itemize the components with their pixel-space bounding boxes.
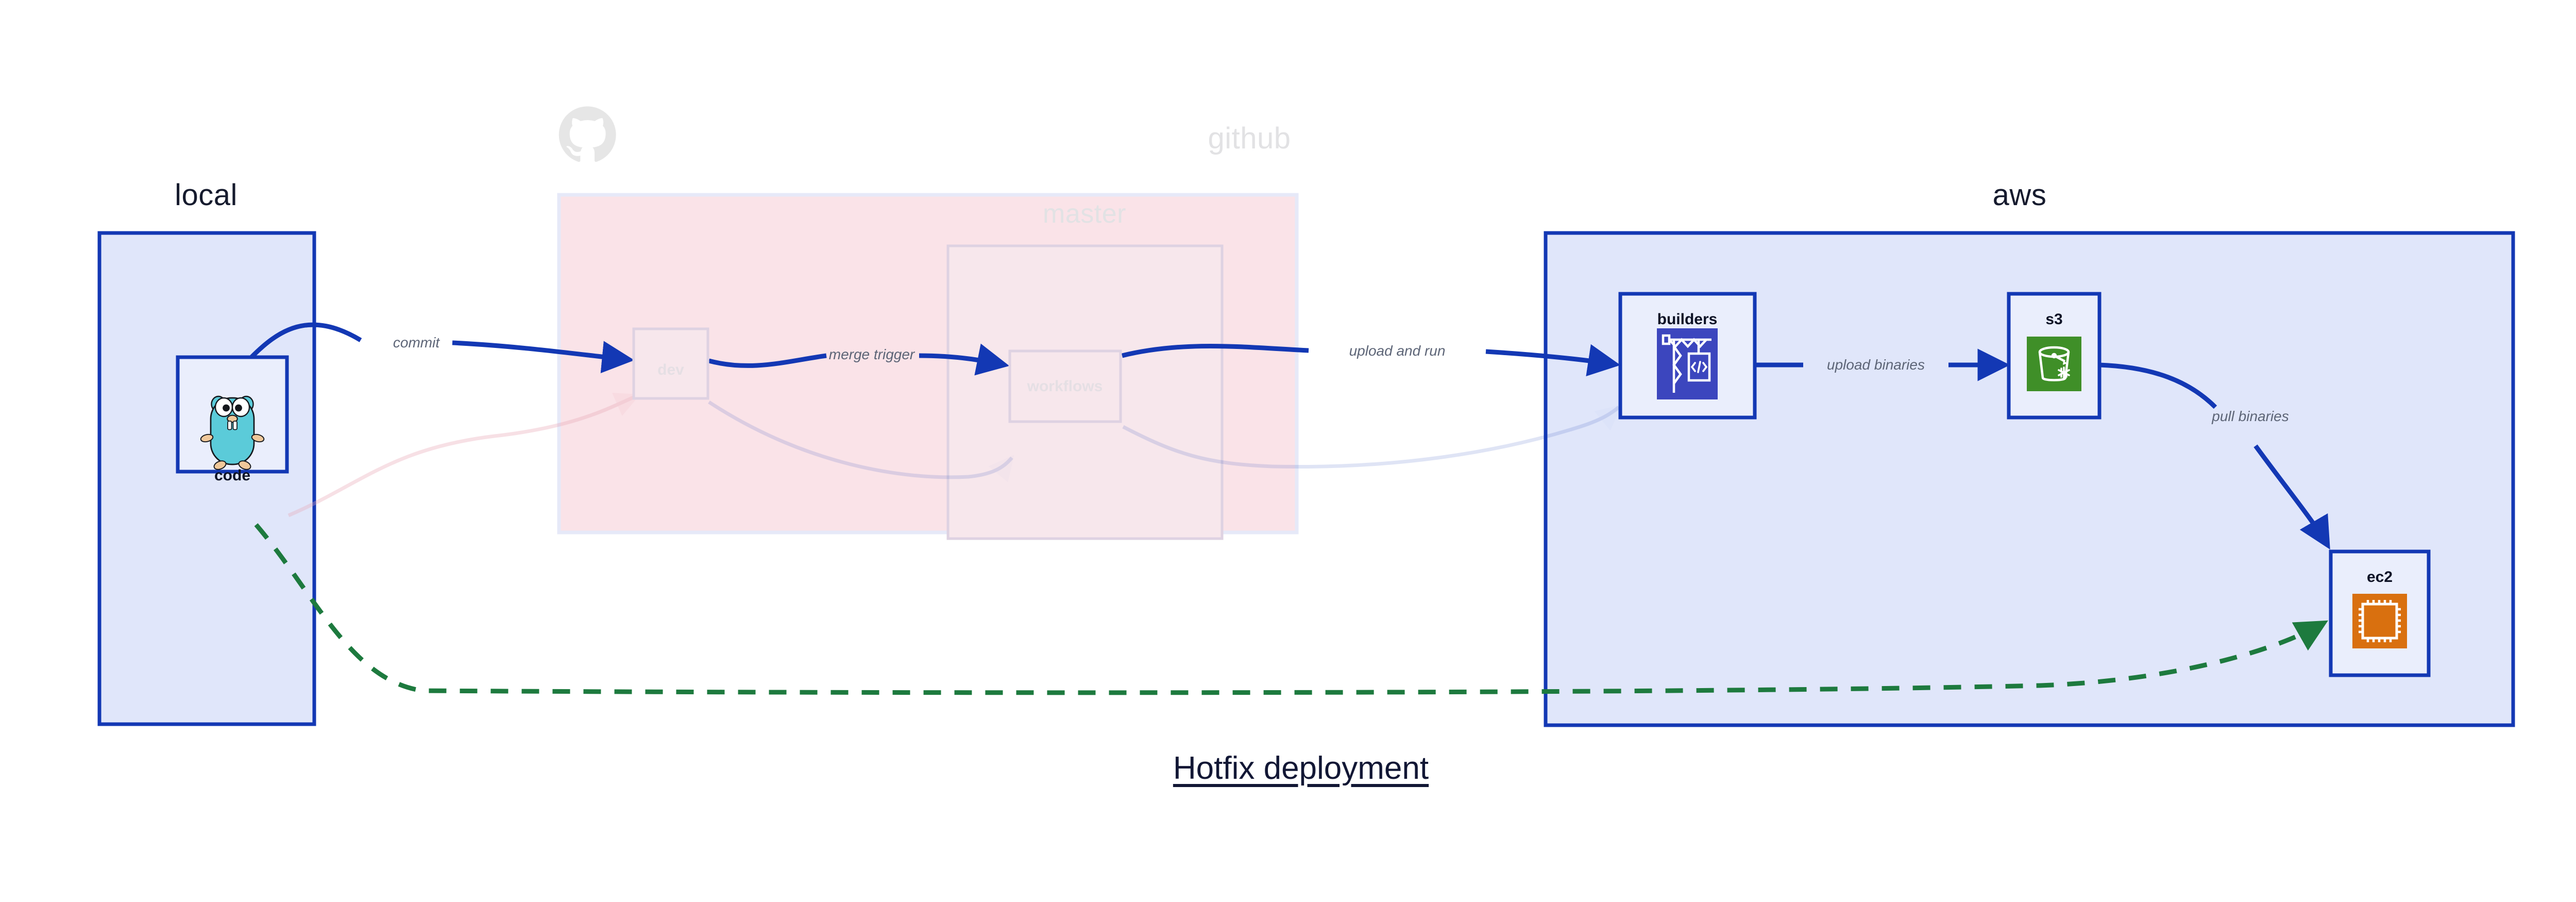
subgroup-label-master: master	[1043, 199, 1126, 229]
github-octocat-icon	[558, 106, 616, 162]
edge-deploy-hotfix	[254, 523, 2328, 695]
group-local-box	[97, 231, 316, 726]
edge-upload-and-run-head	[1121, 343, 1309, 358]
edge-label-commit: commit	[393, 335, 440, 350]
edge-label-upload-binaries: upload binaries	[1827, 357, 1925, 373]
edge-merge-trigger-head	[708, 353, 827, 368]
edge-commit	[248, 322, 362, 360]
edge-faded-dev-workflows	[708, 400, 1014, 482]
node-label-ec2: ec2	[2366, 569, 2393, 586]
node-label-code: code	[214, 467, 251, 484]
go-gopher-icon	[200, 395, 265, 470]
edge-pull-binaries-head	[2099, 362, 2217, 409]
crane-code-icon	[1657, 328, 1718, 399]
node-label-s3: s3	[2045, 311, 2063, 328]
edge-merge-trigger-tail	[919, 343, 1010, 376]
edge-commit-tail	[452, 340, 635, 374]
edge-upload-and-run-tail	[1485, 344, 1621, 377]
edge-label-merge-trigger: merge trigger	[828, 346, 915, 362]
node-workflows-box[interactable]	[1008, 349, 1122, 423]
node-dev-box[interactable]	[632, 327, 709, 400]
diagram-title: Hotfix deployment	[1173, 750, 1429, 786]
group-label-local: local	[175, 178, 238, 212]
group-label-aws: aws	[1992, 178, 2047, 212]
edge-pull-binaries-tail	[2253, 444, 2330, 550]
ec2-chip-icon	[2352, 594, 2407, 648]
edge-faded-workflows-builders	[1122, 405, 1622, 469]
s3-bucket-icon	[2027, 337, 2081, 391]
edge-label-pull-binaries: pull binaries	[2212, 408, 2289, 424]
node-label-workflows: workflows	[1027, 378, 1103, 395]
edge-faded-code-dev	[287, 393, 640, 517]
node-label-dev: dev	[657, 361, 684, 378]
node-label-builders: builders	[1657, 311, 1718, 328]
edge-label-upload-and-run: upload and run	[1349, 343, 1446, 359]
group-label-github: github	[1208, 122, 1291, 155]
